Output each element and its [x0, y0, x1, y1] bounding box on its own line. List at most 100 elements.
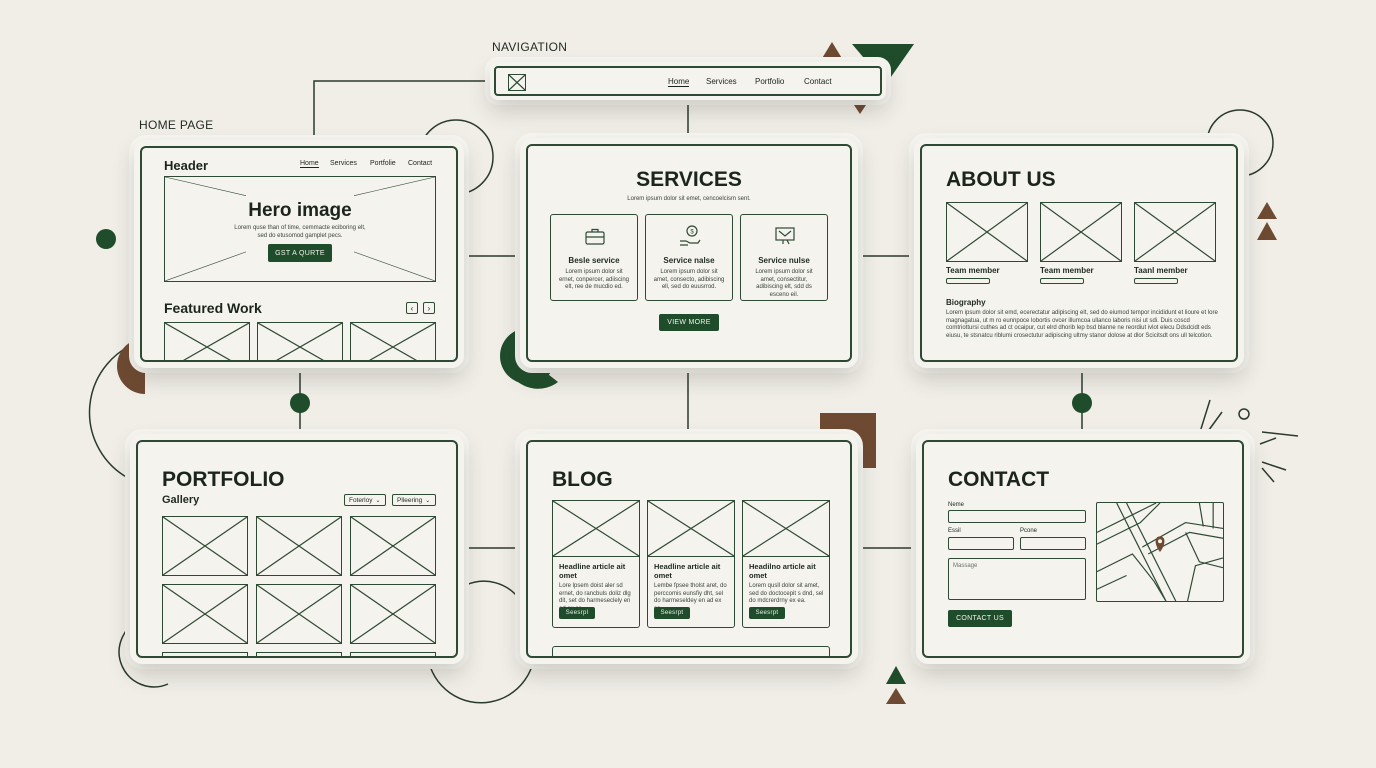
gallery-item[interactable] [256, 584, 342, 644]
blog-image-placeholder [742, 500, 830, 557]
monitor-chat-icon [775, 227, 795, 245]
hero-text: Lorem quse than of time, cemmacte ecibor… [234, 225, 366, 239]
navigation-card: Home Services Portfolio Contact [490, 62, 886, 100]
about-title: ABOUT US [946, 168, 1056, 191]
gallery-item[interactable] [256, 652, 342, 656]
portfolio-title: PORTFOLIO [162, 468, 285, 491]
biography-title: Biography [946, 298, 986, 307]
filter-dropdown-label: Plleering [397, 496, 423, 504]
nav-item-contact[interactable]: Contact [804, 77, 832, 86]
team-photo-placeholder [946, 202, 1028, 262]
gallery-item[interactable] [350, 584, 436, 644]
contact-title: CONTACT [948, 468, 1050, 491]
portfolio-card: PORTFOLIO Gallery Foterloy⌄ Plleering⌄ [130, 434, 464, 664]
featured-thumb [164, 322, 250, 360]
team-photo-placeholder [1134, 202, 1216, 262]
blog-read-button[interactable]: Seesrpt [654, 607, 690, 619]
featured-thumb [350, 322, 436, 360]
blog-read-button[interactable]: Seesrpl [559, 607, 595, 619]
briefcase-icon [585, 228, 605, 245]
gallery-item[interactable] [350, 652, 436, 656]
blog-post-title: Headline article ait omet [654, 562, 721, 580]
service-card[interactable]: Besle service Lorem ipsum dolor sit erne… [550, 214, 638, 301]
blog-image-placeholder [647, 500, 735, 557]
team-member-name: Team member [1040, 266, 1094, 275]
filter-dropdown[interactable]: Foterloy⌄ [344, 494, 386, 506]
featured-thumb [257, 322, 343, 360]
chevron-down-icon: ⌄ [375, 497, 381, 504]
message-textarea[interactable]: Massage [948, 558, 1086, 600]
view-more-button[interactable]: VIEW MORE [659, 314, 719, 331]
team-role-bar [946, 278, 990, 284]
team-photo-placeholder [1040, 202, 1122, 262]
gallery-subtitle: Gallery [162, 494, 200, 506]
blog-title: BLOG [552, 468, 613, 491]
blog-card: BLOG Headline article ait omet Lore lpse… [520, 434, 858, 664]
service-card[interactable]: Service nulse Lorem ipsum dolor sit amet… [740, 214, 828, 301]
blog-image-placeholder [552, 500, 640, 557]
home-nav-home[interactable]: Home [300, 160, 319, 168]
service-text: Lorem ipsum dolor sit amet, consecto, ad… [653, 269, 725, 290]
get-a-quote-button[interactable]: GST A QURTE [268, 244, 332, 262]
blog-post-title: Headilno article ait omet [749, 562, 816, 580]
blog-post[interactable]: Headline article ait omet Lembe fpsee th… [647, 500, 735, 628]
services-subtitle: Lorem ipsum dolor sit emet, cencoelcism … [627, 196, 751, 202]
service-card[interactable]: $ Service nalse Lorem ipsum dolor sit am… [645, 214, 733, 301]
navigation-label: NAVIGATION [492, 40, 568, 54]
filter-dropdown[interactable]: Plleering⌄ [392, 494, 436, 506]
home-page-label: HOME PAGE [139, 118, 214, 132]
services-title: SERVICES [636, 168, 742, 191]
hero-title: Hero image [248, 200, 352, 221]
email-label: Essil [948, 528, 961, 534]
logo-placeholder-icon [508, 74, 526, 91]
name-input[interactable] [948, 510, 1086, 523]
blog-post-text: Lorem qusll dolor sit amet, sed do docto… [749, 583, 824, 604]
next-arrow-icon[interactable]: › [423, 302, 435, 314]
filter-dropdown-label: Foterloy [349, 496, 373, 504]
hero-image-placeholder [164, 176, 436, 282]
contact-card: CONTACT Neme Essil Pcone Massage CONTACT… [916, 434, 1250, 664]
phone-label: Pcone [1020, 528, 1038, 534]
chevron-down-icon: ⌄ [425, 497, 431, 504]
biography-text: Lorem ipsum dolor sit emd, ecerectatur a… [946, 310, 1218, 339]
about-us-card: ABOUT US Team member Team member Taanl m… [914, 138, 1244, 368]
nav-item-services[interactable]: Services [706, 77, 737, 86]
services-card: SERVICES Lorem ipsum dolor sit emet, cen… [520, 138, 858, 368]
home-nav-contact[interactable]: Contact [408, 160, 433, 167]
home-nav-services[interactable]: Services [330, 160, 357, 167]
nav-item-portfolio[interactable]: Portfolio [755, 77, 785, 86]
gallery-item[interactable] [162, 584, 248, 644]
blog-post[interactable]: Headilno article ait omet Lorem qusll do… [742, 500, 830, 628]
service-name: Service nalse [663, 256, 715, 265]
svg-text:$: $ [690, 230, 694, 236]
team-member-name: Team member [946, 266, 1000, 275]
service-text: Lorem ipsum dolor sit amet, consectitur,… [755, 269, 813, 298]
home-nav-portfolio[interactable]: Portfolie [370, 160, 396, 167]
team-role-bar [1134, 278, 1178, 284]
gallery-item[interactable] [162, 652, 248, 656]
blog-post-title: Headline article ait omet [559, 562, 626, 580]
hand-coin-icon: $ [680, 225, 701, 246]
service-name: Besle service [568, 256, 620, 265]
gallery-item[interactable] [350, 516, 436, 576]
blog-read-button[interactable]: Seesrpt [749, 607, 785, 619]
team-role-bar [1040, 278, 1084, 284]
featured-work-title: Featured Work [164, 300, 262, 316]
blog-footer-bar [552, 646, 830, 656]
team-member-name: Taanl member [1134, 266, 1188, 275]
service-text: Lorem ipsum dolor sit ernet, conpercer, … [558, 269, 630, 290]
contact-us-button[interactable]: CONTACT US [948, 610, 1012, 627]
phone-input[interactable] [1020, 537, 1086, 550]
email-input[interactable] [948, 537, 1014, 550]
name-label: Neme [948, 502, 965, 508]
message-placeholder: Massage [953, 563, 978, 569]
gallery-item[interactable] [162, 516, 248, 576]
home-page-card: Header Home Services Portfolie Contact H… [134, 140, 464, 368]
home-header-title: Header [164, 158, 209, 173]
nav-item-home[interactable]: Home [668, 77, 690, 87]
blog-post[interactable]: Headline article ait omet Lore lpsem doi… [552, 500, 640, 628]
prev-arrow-icon[interactable]: ‹ [406, 302, 418, 314]
map-placeholder[interactable] [1096, 502, 1224, 602]
gallery-item[interactable] [256, 516, 342, 576]
service-name: Service nulse [758, 256, 810, 265]
